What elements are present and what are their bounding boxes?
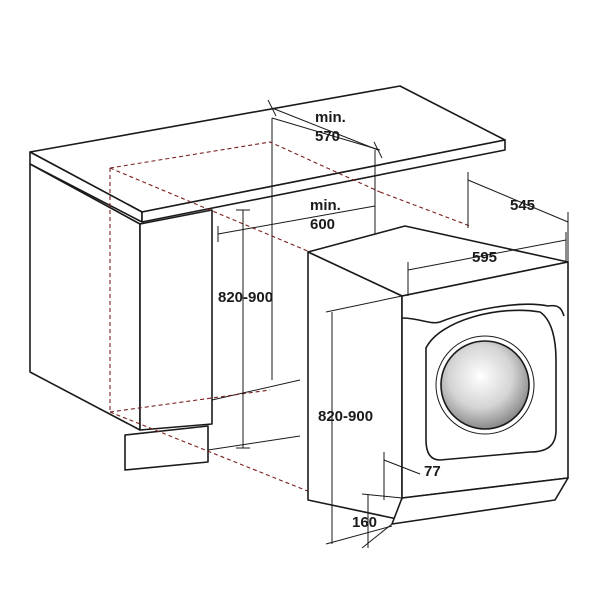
- cabinet-left-front: [139, 209, 213, 431]
- label-600-value: 600: [310, 216, 335, 233]
- label-570-prefix: min.: [315, 109, 346, 126]
- dim-570-line: [271, 107, 379, 151]
- door-glass-rim: [435, 335, 535, 435]
- label-600-prefix: min.: [310, 197, 341, 214]
- countertop-side-edge: [141, 139, 506, 223]
- cabinet-plinth: [124, 425, 209, 471]
- niche-back-top-edge: [271, 117, 381, 151]
- hidden-countertop-under: [379, 191, 471, 227]
- dim-570-tick-b: [373, 141, 383, 159]
- dim-machine-height-ext-b: [325, 525, 393, 545]
- hidden-niche-outline: [109, 141, 381, 193]
- door-frame: [425, 309, 557, 461]
- dim-160-ext-a: [361, 493, 403, 499]
- label-machine-height: 820-900: [318, 408, 373, 425]
- machine-side: [307, 251, 403, 521]
- dimension-labels: min. 570 min. 600 820-900 545 595 820-90…: [218, 109, 535, 531]
- label-77: 77: [424, 463, 441, 480]
- dim-595-line: [407, 239, 567, 271]
- niche-floor-line-2: [207, 435, 301, 451]
- label-595: 595: [472, 249, 497, 266]
- hidden-top-diagonal: [109, 167, 311, 253]
- niche-floor-line: [211, 379, 301, 401]
- cabinet: [29, 85, 506, 471]
- dimension-lines: [217, 99, 569, 549]
- dim-600-line: [217, 205, 376, 235]
- dim-570-tick-a: [267, 99, 277, 117]
- label-160: 160: [352, 514, 377, 531]
- hidden-floor-diagonal: [109, 411, 331, 501]
- machine-plinth: [391, 477, 569, 525]
- label-niche-height: 820-900: [218, 289, 273, 306]
- label-545: 545: [510, 197, 535, 214]
- dim-machine-height-ext-a: [325, 295, 403, 313]
- dim-160-ext-b: [361, 523, 393, 549]
- door-glass: [440, 340, 530, 430]
- control-panel: [401, 303, 565, 324]
- label-570-value: 570: [315, 128, 340, 145]
- dim-545-line: [467, 179, 569, 223]
